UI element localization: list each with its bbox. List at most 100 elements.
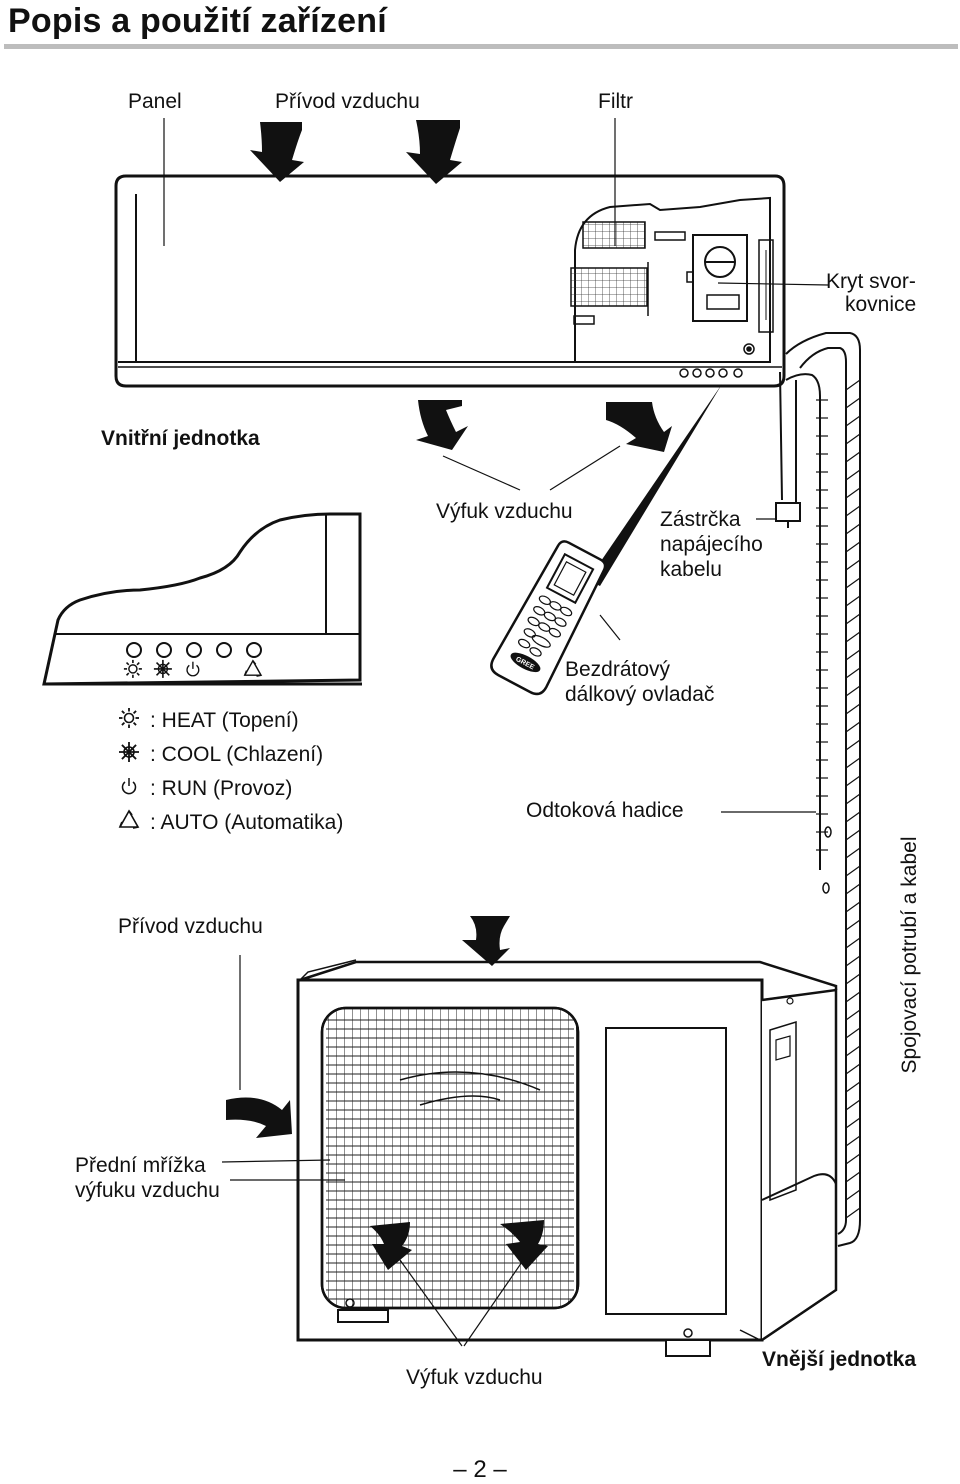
legend-row-cool: : COOL (Chlazení): [118, 738, 343, 772]
pipe-hatch: [845, 775, 861, 787]
piping-cable: [775, 332, 861, 1247]
pipe-hatch: [845, 541, 861, 553]
pipe-hatch: [845, 577, 861, 589]
pipe-hatch: [845, 487, 861, 499]
pipe-hatch: [845, 685, 861, 697]
pipe-hatch: [845, 559, 861, 571]
cool-indicator-icon: [153, 659, 172, 678]
label-plug-3: kabelu: [660, 558, 722, 581]
label-remote-2: dálkový ovladač: [565, 683, 715, 706]
legend-text-cool: : COOL (Chlazení): [150, 743, 324, 766]
title-underline: [4, 44, 958, 49]
pipe-hatch: [845, 397, 861, 409]
label-air-intake-outdoor: Přívod vzduchu: [118, 915, 263, 938]
pipe-hatch: [845, 919, 861, 931]
pipe-hatch: [845, 667, 861, 679]
page-title: Popis a použití zařízení: [8, 2, 387, 40]
label-air-outlet-top: Výfuk vzduchu: [436, 500, 573, 523]
pipe-hatch: [845, 595, 861, 607]
cool-icon: [118, 741, 150, 769]
page-number: – 2 –: [453, 1456, 507, 1483]
label-terminal-cover-1: Kryt svor-: [826, 270, 916, 293]
pipe-hatch: [845, 1045, 861, 1057]
pipe-hatch: [845, 469, 861, 481]
pipe-hatch: [845, 811, 861, 823]
pipe-hatch: [845, 757, 861, 769]
pipe-hatch: [845, 973, 861, 985]
heat-indicator-icon: [123, 659, 142, 678]
pipe-hatch: [845, 379, 861, 391]
pipe-hatch: [845, 901, 861, 913]
pipe-hatch: [845, 1135, 861, 1147]
remote-control: GREE: [490, 540, 607, 696]
pipe-hatch: [845, 1099, 861, 1111]
label-outdoor-unit: Vnější jednotka: [762, 1348, 917, 1371]
mode-legend: : HEAT (Topení) : COOL (Chlazení) : RUN …: [118, 704, 343, 840]
pipe-hatch: [845, 415, 861, 427]
pipe-hatch: [845, 1117, 861, 1129]
legend-row-auto: : AUTO (Automatika): [118, 806, 343, 840]
panel-mode-icons: [123, 659, 263, 678]
label-plug-1: Zástrčka: [660, 508, 741, 531]
pipe-hatch: [845, 703, 861, 715]
indoor-unit: [114, 174, 786, 388]
pipe-hatch: [845, 1189, 861, 1201]
control-panel-closeup: [42, 512, 362, 686]
pipe-hatch: [845, 1027, 861, 1039]
pipe-hatch: [845, 1153, 861, 1165]
pipe-hatch: [845, 739, 861, 751]
pipe-hatch: [845, 991, 861, 1003]
pipe-hatch: [845, 613, 861, 625]
outdoor-airflow-arrows: [226, 916, 548, 1270]
legend-row-heat: : HEAT (Topení): [118, 704, 343, 738]
pipe-hatch: [845, 721, 861, 733]
pipe-hatch: [845, 523, 861, 535]
legend-row-run: : RUN (Provoz): [118, 772, 343, 806]
heat-icon: [118, 707, 150, 735]
pipe-hatch: [845, 1207, 861, 1219]
pipe-hatch: [845, 847, 861, 859]
legend-text-heat: : HEAT (Topení): [150, 709, 299, 732]
auto-icon: [118, 809, 150, 837]
pipe-hatch: [845, 1081, 861, 1093]
air-outlet-arrows-indoor: [416, 400, 672, 452]
pipe-hatch: [845, 451, 861, 463]
run-indicator-icon: [186, 661, 200, 677]
outdoor-leader-lines: [221, 955, 523, 1347]
pipe-hatch: [845, 829, 861, 841]
label-piping-cable: Spojovací potrubí a kabel: [898, 836, 921, 1074]
pipe-hatch-marks: [816, 379, 861, 1219]
label-drain-hose: Odtoková hadice: [526, 799, 684, 822]
indoor-leader-lines: [163, 118, 829, 813]
label-front-grille-2: výfuku vzduchu: [75, 1179, 220, 1202]
label-filter: Filtr: [598, 90, 633, 113]
remote-signal-beam: [588, 384, 722, 586]
pipe-hatch: [845, 865, 861, 877]
legend-text-auto: : AUTO (Automatika): [150, 811, 344, 834]
pipe-hatch: [845, 1171, 861, 1183]
air-intake-arrows-top: [250, 120, 462, 184]
auto-indicator-icon: [243, 659, 263, 677]
label-indoor-unit: Vnitřní jednotka: [101, 427, 260, 450]
pipe-hatch: [845, 631, 861, 643]
label-terminal-cover-2: kovnice: [845, 293, 917, 316]
pipe-hatch: [845, 1063, 861, 1075]
label-panel: Panel: [128, 90, 182, 113]
pipe-hatch: [845, 955, 861, 967]
label-air-intake-top: Přívod vzduchu: [275, 90, 420, 113]
pipe-hatch: [845, 883, 861, 895]
pipe-hatch: [845, 505, 861, 517]
label-front-grille-1: Přední mřížka: [75, 1154, 206, 1177]
run-icon: [118, 775, 150, 803]
label-remote-1: Bezdrátový: [565, 658, 671, 681]
pipe-hatch: [845, 1009, 861, 1021]
pipe-hatch: [845, 937, 861, 949]
label-air-outlet-bottom: Výfuk vzduchu: [406, 1366, 543, 1389]
pipe-hatch: [845, 433, 861, 445]
outdoor-unit: [296, 959, 838, 1357]
pipe-hatch: [845, 649, 861, 661]
legend-text-run: : RUN (Provoz): [150, 777, 293, 800]
label-plug-2: napájecího: [660, 533, 763, 556]
pipe-hatch: [845, 793, 861, 805]
